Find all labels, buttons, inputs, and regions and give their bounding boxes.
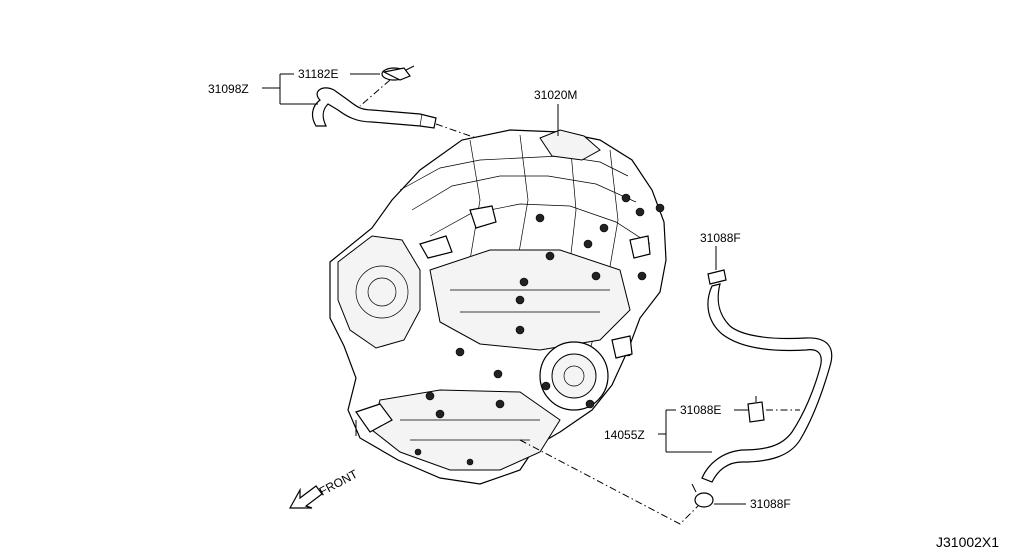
label-front: FRONT	[317, 467, 361, 499]
bolt-31088E	[747, 396, 800, 423]
label-31088F-top: 31088F	[700, 231, 741, 245]
label-31088E: 31088E	[680, 403, 721, 417]
leader-dashed-clip	[359, 79, 391, 107]
label-31020M: 31020M	[534, 88, 577, 102]
leader-dashed-hose	[435, 123, 477, 139]
label-31088F-bottom: 31088F	[750, 497, 791, 511]
hose-clip-31088F-top	[707, 262, 727, 285]
hose-clip-31088F-bottom	[691, 483, 714, 508]
transmission-assembly	[329, 129, 667, 485]
breather-hose-31098Z	[311, 87, 437, 129]
cooler-hose-14055Z	[701, 283, 833, 483]
label-31182E: 31182E	[298, 67, 338, 81]
hose-clip-31182E	[381, 65, 415, 81]
leader-dashed-lower	[519, 439, 699, 525]
label-31098Z: 31098Z	[208, 82, 249, 96]
front-arrow-icon	[288, 485, 323, 509]
diagram-code: J31002X1	[936, 534, 999, 550]
leader-lines	[262, 73, 748, 505]
bolt-heads	[414, 193, 665, 466]
label-14055Z: 14055Z	[604, 428, 645, 442]
